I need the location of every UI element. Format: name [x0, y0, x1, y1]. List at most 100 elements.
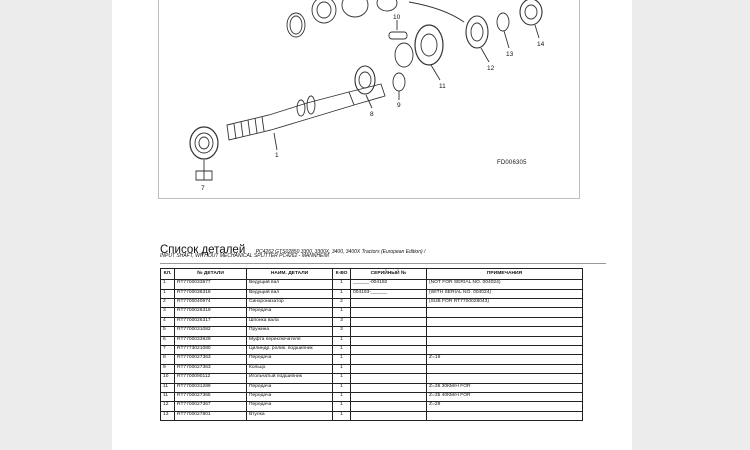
ref-cell: 9: [160, 363, 175, 375]
serial-cell: [350, 382, 427, 393]
ref-cell: 2: [160, 297, 175, 309]
bushing-13: [496, 12, 510, 32]
remarks-cell: [426, 363, 583, 375]
part-name-cell: Муфта переключателя: [246, 335, 333, 346]
column-header: СЕРИЙНЫЙ №: [350, 267, 427, 281]
qty-cell: 1: [332, 279, 351, 290]
qty-cell: 1: [332, 382, 351, 393]
input-shaft: [226, 91, 355, 141]
ref-cell: 1: [160, 288, 175, 300]
serial-cell: [350, 401, 427, 412]
callout-10: 10: [393, 14, 401, 21]
part-number-cell: RT7700033929: [174, 335, 247, 346]
part-name-cell: Передача: [246, 354, 333, 365]
gear-top-a: [311, 0, 337, 24]
serial-cell: 004193-______: [350, 288, 427, 300]
spline-line: [254, 117, 258, 134]
callout-14: 14: [537, 41, 545, 48]
remarks-cell: [426, 373, 583, 384]
leader-12: [480, 47, 490, 63]
gear-8: [354, 65, 376, 95]
header-divider: [160, 263, 606, 264]
gear-12-hub: [470, 22, 484, 42]
part-number-cell: RT7700036318: [174, 288, 247, 300]
qty-cell: 1: [332, 354, 351, 365]
bearing-7-bore: [198, 136, 210, 150]
ref-cell: 1: [160, 279, 175, 290]
serial-cell: [350, 391, 427, 403]
spline-line: [247, 119, 251, 136]
qty-cell: 1: [332, 288, 351, 300]
ref-cell: 6: [160, 335, 175, 346]
snap-ring-inner: [289, 15, 303, 35]
qty-cell: 1: [332, 335, 351, 346]
qty-cell: 1: [332, 373, 351, 384]
exploded-diagram: 7 1 8 9 10 11 12 13 14 FD006305: [158, 0, 580, 199]
part-box-7: [195, 170, 213, 181]
part-number-cell: RT7700027363: [174, 363, 247, 375]
remarks-cell: [426, 326, 583, 337]
remarks-cell: (SUB FOR RT7700028043): [426, 297, 583, 309]
part-number-cell: RT7700027363: [174, 354, 247, 365]
callout-13: 13: [506, 51, 514, 58]
ref-cell: 7: [160, 344, 175, 356]
gear-top-b: [341, 0, 369, 18]
qty-cell: 2: [332, 297, 351, 309]
serial-cell: [350, 363, 427, 375]
gear-11-hub: [420, 33, 438, 57]
bearing-7-inner: [194, 132, 214, 154]
serial-cell: [350, 373, 427, 384]
parts-table: КЛ. № ДЕТАЛИ НАИМ. ДЕТАЛИ К-ВО СЕРИЙНЫЙ …: [160, 267, 583, 422]
spline-line: [233, 123, 237, 140]
part-name-cell: Ведущий вал: [246, 279, 333, 290]
leader-1: [273, 132, 278, 151]
part-name-cell: Пружина: [246, 326, 333, 337]
leader-14: [534, 24, 540, 39]
part-number-cell: RT7700031082: [174, 326, 247, 337]
shaft-collar: [306, 95, 316, 115]
qty-cell: 1: [332, 363, 351, 375]
callout-8: 8: [370, 111, 374, 118]
part-number-cell: RT7700027367: [174, 401, 247, 412]
ref-cell: 13: [160, 410, 175, 422]
gear-12: [465, 15, 489, 49]
qty-cell: 1: [332, 344, 351, 356]
leader-8: [365, 94, 373, 109]
ref-cell: 3: [160, 307, 175, 318]
parts-list-header: Список деталей PC4262 GTS02850 3300, 330…: [160, 240, 425, 258]
serial-cell: [350, 344, 427, 356]
column-header: КЛ.: [160, 267, 175, 281]
qty-cell: 1: [332, 391, 351, 403]
callout-9: 9: [397, 102, 401, 109]
column-header: ПРИМЕЧАНИЯ: [426, 267, 583, 281]
callout-11: 11: [439, 83, 446, 90]
remarks-cell: [426, 335, 583, 346]
remarks-cell: [426, 307, 583, 318]
remarks-cell: Z=35 40КМ/Н FOR: [426, 391, 583, 403]
part-name-cell: Синхронизатор: [246, 297, 333, 309]
remarks-cell: [426, 344, 583, 356]
needle-bearing-10: [388, 31, 408, 40]
column-header: № ДЕТАЛИ: [174, 267, 247, 281]
parts-list-subtitle-line2: INPUT SHAFT, WITHOUT MECHANICAL SPLITTER…: [160, 253, 329, 259]
spline-line: [261, 116, 265, 132]
part-number-cell: RT7700027365: [174, 391, 247, 403]
serial-cell: [350, 410, 427, 422]
part-name-cell: Цилиндр. ролик. подшипник: [246, 344, 333, 356]
part-number-cell: RT7773021080: [174, 344, 247, 356]
guide-line: [408, 1, 465, 23]
serial-cell: [350, 354, 427, 365]
qty-cell: 1: [332, 410, 351, 422]
ref-cell: 8: [160, 354, 175, 365]
part-name-cell: Ведущий вал: [246, 288, 333, 300]
ref-cell: 11: [160, 391, 175, 403]
